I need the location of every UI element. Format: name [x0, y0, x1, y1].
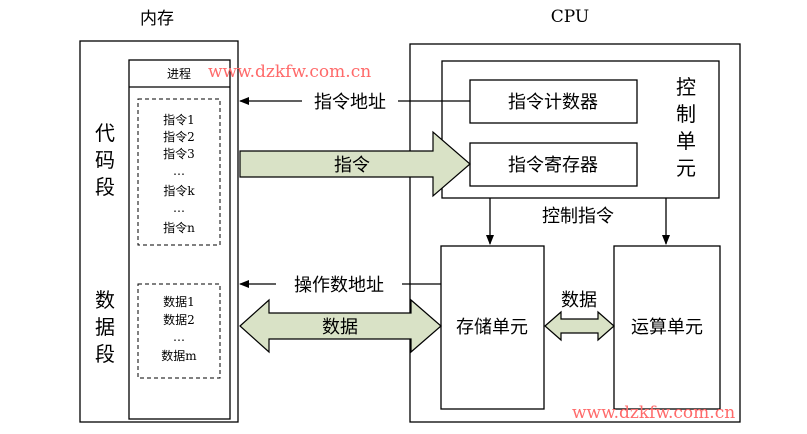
data-item: 数据2 — [163, 312, 195, 327]
instruction-register-box — [469, 142, 638, 187]
alu-box — [613, 245, 721, 410]
process-label: 进程 — [167, 66, 191, 81]
instruction-arrow — [239, 130, 471, 198]
control-signal-label: 控制指令 — [542, 206, 614, 227]
data-segment-char-1: 数 — [95, 288, 115, 312]
internal-data-arrow — [544, 310, 615, 342]
cpu-box — [409, 43, 741, 423]
storage-unit-label: 存储单元 — [456, 317, 528, 338]
program-counter-label: 指令计数器 — [508, 92, 598, 113]
code-segment-box — [137, 98, 221, 246]
control-unit-char-2: 制 — [676, 102, 696, 126]
instruction-register-label: 指令寄存器 — [508, 155, 598, 176]
data-ellipsis: … — [173, 330, 185, 344]
instruction-ellipsis: … — [173, 164, 185, 178]
memory-box — [79, 40, 239, 423]
instruction-address-label: 指令地址 — [314, 92, 386, 113]
watermark-bottom: www.dzkfw.com.cn — [572, 403, 735, 423]
data-segment-char-3: 段 — [95, 342, 115, 366]
storage-unit-box — [440, 245, 545, 410]
instruction-label: 指令 — [334, 155, 370, 176]
control-unit-box — [441, 60, 720, 199]
control-unit-char-3: 单 — [676, 129, 696, 153]
operand-address-label: 操作数地址 — [294, 275, 384, 296]
code-segment-char-2: 码 — [95, 148, 115, 172]
data-item: 数据1 — [163, 294, 195, 309]
instruction-item: 指令k — [163, 183, 195, 198]
process-box — [128, 59, 231, 420]
alu-label: 运算单元 — [631, 317, 703, 338]
watermark-top: www.dzkfw.com.cn — [208, 62, 371, 82]
instruction-item: 指令1 — [163, 112, 195, 127]
control-unit-char-1: 控 — [676, 75, 696, 99]
data-segment-char-2: 据 — [95, 315, 115, 339]
data-segment-box — [137, 283, 221, 379]
instruction-ellipsis: … — [173, 201, 185, 215]
memory-title: 内存 — [140, 9, 174, 29]
instruction-item: 指令n — [163, 220, 195, 235]
internal-data-label: 数据 — [561, 290, 597, 311]
operand-address-label-bg — [276, 271, 402, 295]
data-item: 数据m — [161, 348, 197, 363]
cpu-title: CPU — [551, 7, 589, 27]
instruction-address-label-bg — [302, 88, 398, 112]
code-segment-char-3: 段 — [95, 175, 115, 199]
instruction-item: 指令2 — [163, 129, 195, 144]
control-unit-char-4: 元 — [676, 156, 696, 180]
code-segment-char-1: 代 — [95, 121, 115, 145]
instruction-item: 指令3 — [163, 146, 195, 161]
data-transfer-label: 数据 — [322, 317, 358, 338]
data-transfer-arrow — [239, 298, 442, 354]
